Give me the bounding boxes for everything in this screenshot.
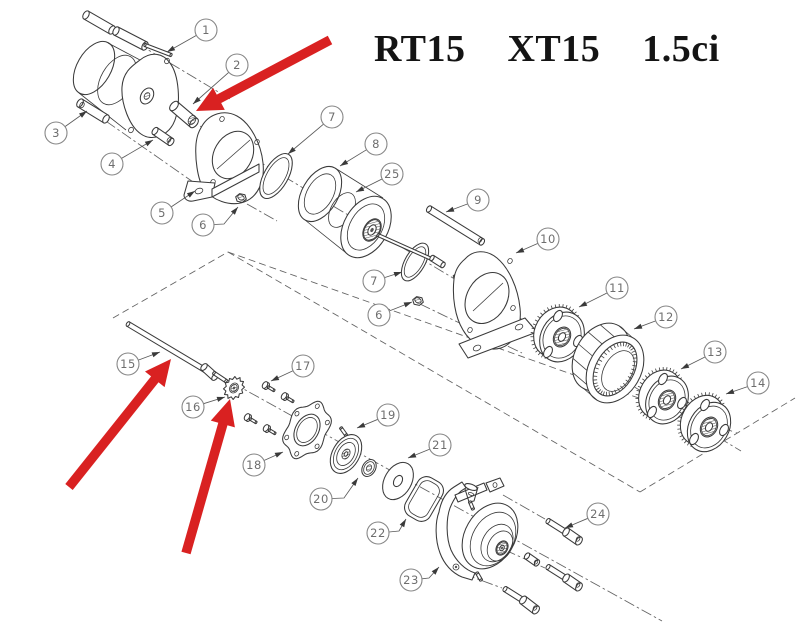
callout-9: 9 xyxy=(466,188,490,212)
callout-14: 14 xyxy=(746,371,770,395)
part-spacer-bushing xyxy=(151,126,175,147)
model-label-xt15: XT15 xyxy=(507,28,601,70)
part-clutch-shaft xyxy=(125,321,228,384)
part-friction-disc xyxy=(382,461,414,501)
callout-21: 21 xyxy=(428,433,452,457)
callout-15: 15 xyxy=(116,352,140,376)
svg-text:17: 17 xyxy=(295,359,311,373)
callout-17: 17 xyxy=(291,354,315,378)
part-pinion-gear xyxy=(222,375,246,401)
annotation-red-arrows xyxy=(65,35,333,555)
callout-24: 24 xyxy=(586,502,610,526)
red-arrow-1 xyxy=(196,35,333,111)
callout-20: 20 xyxy=(309,487,333,511)
svg-text:6: 6 xyxy=(199,218,207,232)
part-thrust-washer xyxy=(361,459,377,477)
part-drum-seals xyxy=(259,153,430,282)
callout-10: 10 xyxy=(536,227,560,251)
part-gasket xyxy=(404,476,444,522)
svg-text:9: 9 xyxy=(474,193,482,207)
callout-23: 23 xyxy=(399,568,423,592)
callout-6: 6 xyxy=(367,303,391,327)
svg-text:11: 11 xyxy=(609,281,625,295)
part-motor-bracket xyxy=(183,112,264,205)
callout-16: 16 xyxy=(181,395,205,419)
svg-text:13: 13 xyxy=(707,345,723,359)
callout-19: 19 xyxy=(376,403,400,427)
callout-22: 22 xyxy=(366,521,390,545)
part-gear-housing xyxy=(435,477,519,582)
svg-text:5: 5 xyxy=(158,206,166,220)
part-coupling xyxy=(169,100,199,129)
svg-text:1: 1 xyxy=(202,23,210,37)
svg-text:16: 16 xyxy=(185,400,201,414)
svg-text:18: 18 xyxy=(246,458,262,472)
part-planet-carrier-1 xyxy=(530,303,585,363)
svg-text:15: 15 xyxy=(120,357,136,371)
svg-text:7: 7 xyxy=(328,110,336,124)
svg-text:14: 14 xyxy=(750,376,766,390)
red-arrow-3 xyxy=(181,399,235,555)
part-planet-carrier-2 xyxy=(635,366,689,425)
svg-text:2: 2 xyxy=(233,58,241,72)
part-motor-bolts xyxy=(76,10,173,124)
svg-text:10: 10 xyxy=(540,232,556,246)
model-label-displacement: 1.5ci xyxy=(642,28,720,70)
part-ring-gear xyxy=(571,322,645,404)
callout-18: 18 xyxy=(242,453,266,477)
page-title: RT15 XT15 1.5ci xyxy=(374,30,720,68)
part-tie-rod xyxy=(376,205,486,269)
svg-text:19: 19 xyxy=(380,408,396,422)
callout-11: 11 xyxy=(605,276,629,300)
callout-25: 25 xyxy=(380,162,404,186)
callout-3: 3 xyxy=(44,121,68,145)
callout-12: 12 xyxy=(654,305,678,329)
part-clutch-assembly xyxy=(329,426,363,474)
svg-text:22: 22 xyxy=(370,526,386,540)
svg-text:4: 4 xyxy=(108,157,116,171)
callout-1: 1 xyxy=(194,18,218,42)
svg-text:23: 23 xyxy=(403,573,419,587)
part-callouts: 1234567825976101112131415161718192021222… xyxy=(44,18,770,592)
svg-text:8: 8 xyxy=(372,137,380,151)
callout-13: 13 xyxy=(703,340,727,364)
svg-text:24: 24 xyxy=(590,507,606,521)
svg-text:21: 21 xyxy=(432,438,448,452)
svg-text:3: 3 xyxy=(52,126,60,140)
red-arrow-2 xyxy=(65,359,171,490)
part-gearbox-bracket xyxy=(452,251,538,359)
svg-text:20: 20 xyxy=(313,492,329,506)
callout-7: 7 xyxy=(320,105,344,129)
part-planet-carrier-3 xyxy=(677,392,732,453)
callout-8: 8 xyxy=(364,132,388,156)
svg-text:6: 6 xyxy=(375,308,383,322)
part-cable-drum xyxy=(297,165,392,259)
part-cam-flange xyxy=(282,400,332,460)
part-mounting-screws xyxy=(243,381,295,436)
callout-4: 4 xyxy=(100,152,124,176)
svg-text:7: 7 xyxy=(370,274,378,288)
model-label-rt15: RT15 xyxy=(374,28,466,70)
svg-text:25: 25 xyxy=(384,167,400,181)
callout-7: 7 xyxy=(362,269,386,293)
part-housing-bolts xyxy=(502,517,583,615)
callout-6: 6 xyxy=(191,213,215,237)
svg-text:12: 12 xyxy=(658,310,674,324)
callout-2: 2 xyxy=(225,53,249,77)
callout-5: 5 xyxy=(150,201,174,225)
